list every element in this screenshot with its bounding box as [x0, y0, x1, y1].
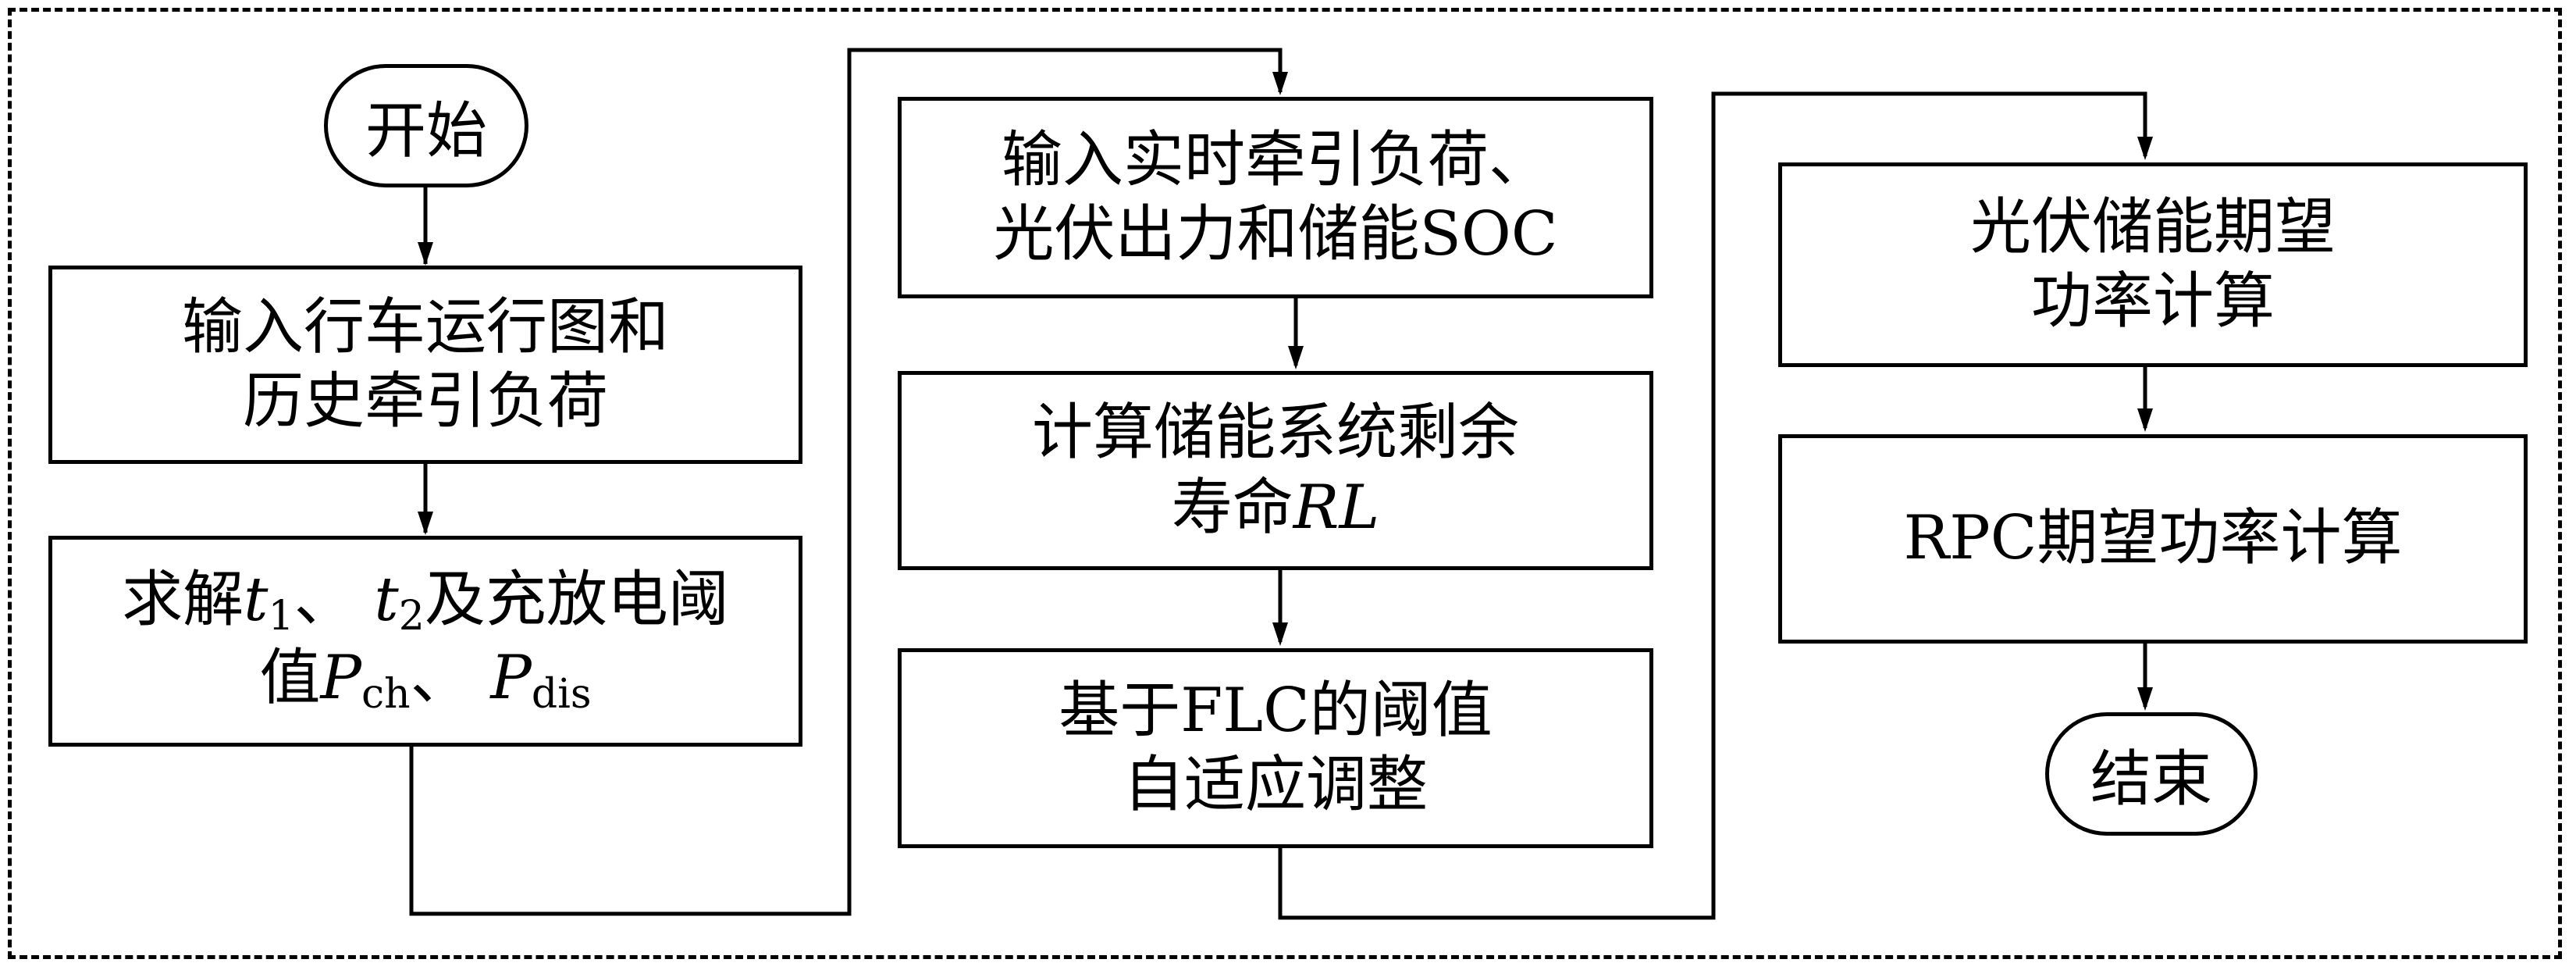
step-solve-thresholds: 求解t1、 t2及充放电阈 值Pch、 Pdis: [48, 536, 802, 747]
step-input-realtime: 输入实时牵引负荷、 光伏出力和储能SOC: [898, 97, 1653, 298]
step3-line1: 输入实时牵引负荷、: [1001, 124, 1550, 195]
step5-line1: 基于FLC的阈值: [1059, 675, 1493, 746]
step-pv-storage-power: 光伏储能期望 功率计算: [1778, 162, 2528, 367]
end-label: 结束: [2090, 744, 2212, 815]
step4-line1: 计算储能系统剩余: [1031, 398, 1519, 469]
step-rpc-power: RPC期望功率计算: [1778, 434, 2528, 644]
step7-line1: RPC期望功率计算: [1903, 503, 2403, 574]
step4-line2: 寿命RL: [1171, 472, 1380, 543]
step-input-timetable: 输入行车运行图和 历史牵引负荷: [48, 266, 802, 464]
step2-line1: 求解t1、 t2及充放电阈: [122, 564, 729, 640]
arrow-step2-to-step3: [409, 48, 1283, 916]
arrow-step5-to-step6: [1278, 91, 2147, 920]
step-flc-adjust: 基于FLC的阈值 自适应调整: [898, 648, 1653, 848]
step6-line2: 功率计算: [2030, 266, 2275, 337]
step5-line2: 自适应调整: [1123, 750, 1428, 820]
step2-line2: 值Pch、 Pdis: [259, 643, 592, 718]
end-terminal: 结束: [2045, 712, 2258, 836]
step6-line1: 光伏储能期望: [1969, 191, 2336, 262]
start-label: 开始: [365, 96, 487, 166]
step3-line2: 光伏出力和储能SOC: [993, 199, 1558, 269]
step1-line2: 历史牵引负荷: [242, 366, 608, 437]
step-remaining-life: 计算储能系统剩余 寿命RL: [898, 371, 1653, 570]
outer-dashed-frame: [8, 8, 2562, 959]
start-terminal: 开始: [324, 64, 528, 187]
step1-line1: 输入行车运行图和: [181, 291, 669, 362]
